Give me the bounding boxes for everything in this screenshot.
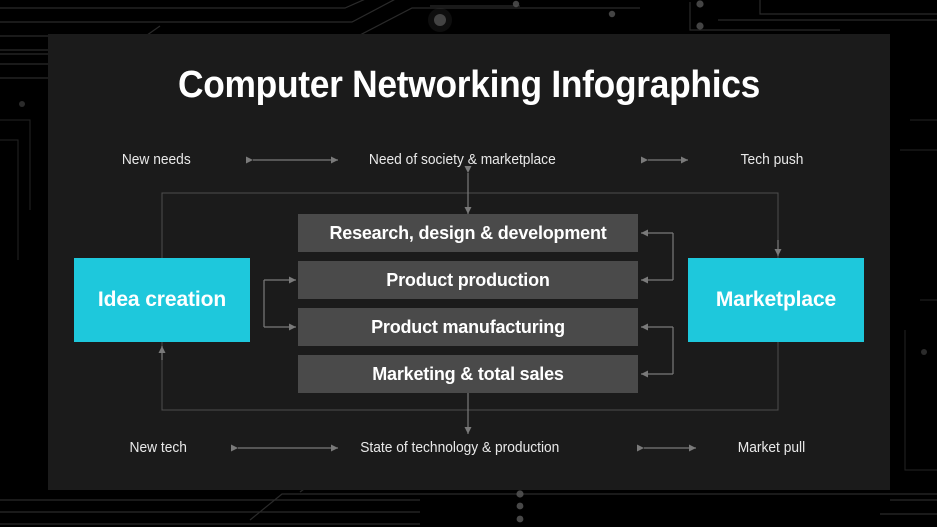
caption-bottom-center: State of technology & production bbox=[360, 440, 560, 456]
caption-bottom-right: Market pull bbox=[737, 440, 806, 456]
caption-bottom-left: New tech bbox=[129, 440, 187, 456]
process-box-research-design-development: Research, design & development bbox=[298, 214, 638, 252]
page-title: Computer Networking Infographics bbox=[177, 64, 761, 106]
process-diagram: New needs Need of society & marketplace … bbox=[48, 34, 890, 490]
process-box-product-manufacturing: Product manufacturing bbox=[298, 308, 638, 346]
accent-box-idea-creation: Idea creation bbox=[74, 258, 250, 342]
infographic-card: Computer Networking Infographics bbox=[48, 34, 890, 490]
process-box-product-production: Product production bbox=[298, 261, 638, 299]
caption-top-right: Tech push bbox=[740, 152, 804, 168]
caption-top-center: Need of society & marketplace bbox=[368, 152, 556, 168]
accent-box-marketplace: Marketplace bbox=[688, 258, 864, 342]
process-box-marketing-total-sales: Marketing & total sales bbox=[298, 355, 638, 393]
caption-top-left: New needs bbox=[121, 152, 191, 168]
